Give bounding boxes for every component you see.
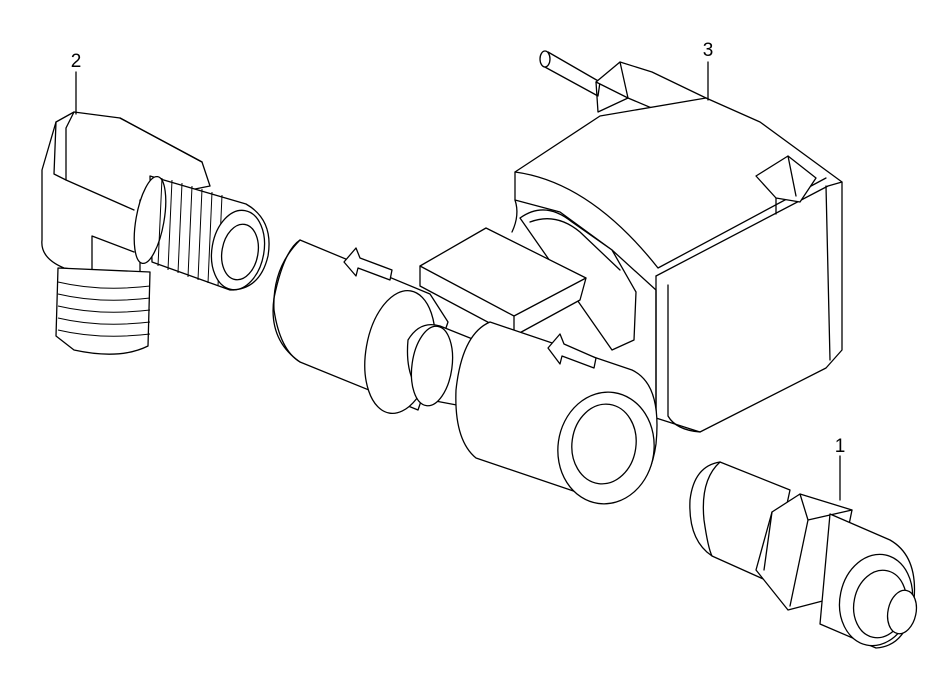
wire-lead (542, 51, 601, 97)
callout-number: 2 (71, 51, 82, 72)
part-3-solenoid-valve (272, 50, 843, 505)
valve-body-block (419, 227, 587, 337)
callout-number: 3 (703, 40, 714, 61)
flow-arrow-icon (547, 333, 597, 369)
part-1-straight-adapter (689, 461, 918, 649)
flow-arrow-icon (343, 247, 393, 281)
callout-number: 1 (835, 436, 846, 457)
callout-1: 1 (835, 436, 846, 501)
elbow-thread-vertical (55, 267, 151, 355)
callout-3: 3 (703, 40, 714, 101)
outlet-port-bore (571, 403, 637, 485)
callout-2: 2 (71, 51, 82, 115)
part-2-elbow-fitting (41, 111, 270, 355)
coil-clip (755, 155, 817, 203)
adapter-bore (886, 589, 918, 635)
